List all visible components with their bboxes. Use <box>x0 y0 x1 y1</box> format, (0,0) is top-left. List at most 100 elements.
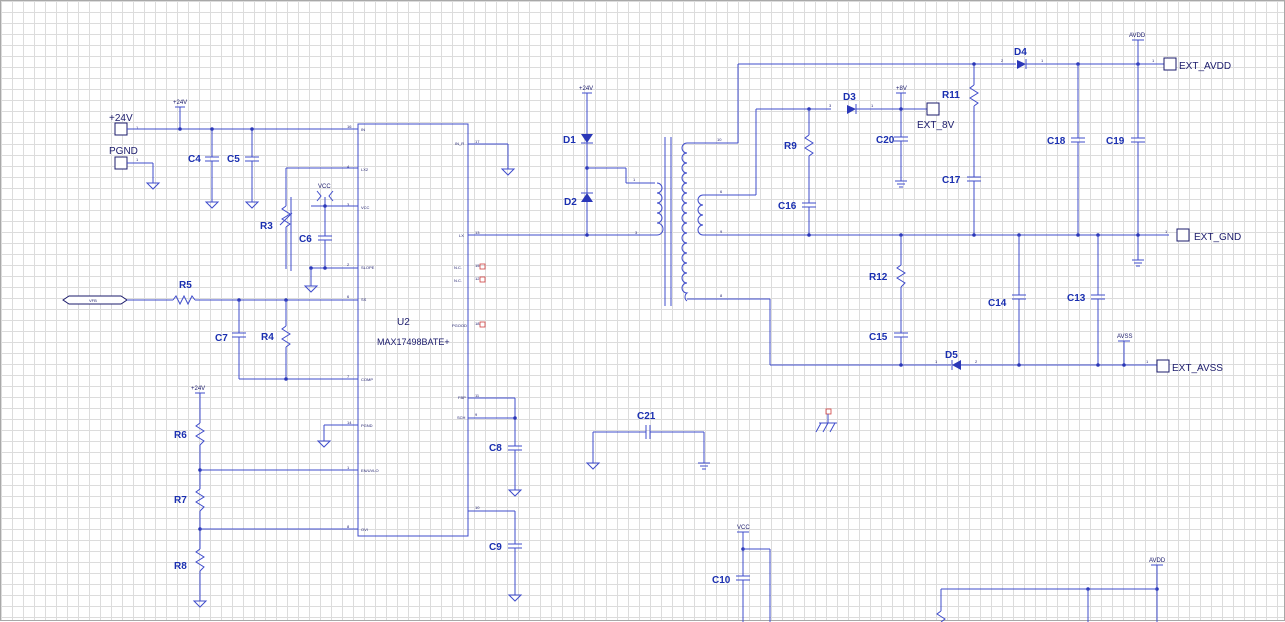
primary-diodes: +24V D1 D2 <box>563 86 655 237</box>
pin-number: 1 <box>347 465 350 470</box>
pin-name: SS <box>361 297 367 302</box>
nc-marker <box>479 263 486 270</box>
ref-c19: C19 <box>1106 136 1125 147</box>
power-label-avss: AVSS <box>1117 334 1133 340</box>
pin-name: EN/UVLO <box>361 468 379 473</box>
ref-d5: D5 <box>945 350 958 361</box>
power-label-avdd: AVDD <box>1149 558 1166 564</box>
pin-number: 6 <box>720 189 723 194</box>
pin-number: 1 <box>633 177 636 182</box>
ref-c13: C13 <box>1067 293 1086 304</box>
c21-section: C21 <box>585 411 710 470</box>
pin-number: 1 <box>136 157 139 162</box>
port-ext-gnd-label: EXT_GND <box>1194 232 1241 243</box>
pin-name: FBP <box>458 395 466 400</box>
pin-name: N.C. <box>454 265 462 270</box>
ref-c8: C8 <box>489 443 502 454</box>
ref-c5: C5 <box>227 154 240 165</box>
feedback-section: VFB R5 C7 R4 <box>62 280 358 448</box>
pin-number: 8 <box>720 293 723 298</box>
u2-left-pins: IN 16 LX2 4 VCC 3 SLOPE 2 SS 6 COMP 7 PG… <box>347 124 379 532</box>
ic-right-wiring: C8 C9 <box>468 143 657 602</box>
pin-name: COMP <box>361 377 373 382</box>
power-label-avdd: AVDD <box>1129 33 1146 39</box>
pin-number: 18 <box>475 321 480 326</box>
pin-name: N.C. <box>454 278 462 283</box>
pin-number: 10 <box>717 137 722 142</box>
pin-number: 6 <box>347 294 350 299</box>
pin-name: LX <box>459 233 464 238</box>
pin-name: IN_R <box>455 141 464 146</box>
ref-r11: R11 <box>942 90 960 101</box>
ref-c14: C14 <box>988 298 1007 309</box>
pin-name: SCH <box>457 415 466 420</box>
power-label-p24v: +24V <box>191 386 205 392</box>
pin-name: PGND <box>361 423 373 428</box>
pin-number: 14 <box>347 420 352 425</box>
u2-right-pins: IN_R 17 LX 13 N.C. 15 N.C. 12 PGOOD 18 F… <box>452 139 480 510</box>
pin-number: 9 <box>720 229 723 234</box>
transformer: 1 3 10 6 9 8 <box>633 63 1169 366</box>
ref-c4: C4 <box>188 154 201 165</box>
ref-d1: D1 <box>563 135 576 146</box>
ref-r6: R6 <box>174 430 187 441</box>
pin-number: 1 <box>871 103 874 108</box>
port-p24v[interactable] <box>114 122 128 136</box>
port-pgnd-label: PGND <box>109 146 138 157</box>
ref-r5: R5 <box>179 280 192 291</box>
pin-number: 2 <box>975 359 978 364</box>
u2-ref-label: U2 <box>397 317 410 328</box>
ref-r12: R12 <box>869 272 888 283</box>
port-ext-8v[interactable] <box>926 102 940 116</box>
pin-number: 3 <box>829 103 832 108</box>
power-label-p24v: +24V <box>579 86 593 92</box>
chassis-ground-icon <box>815 408 837 433</box>
power-label-vcc: VCC <box>737 525 750 531</box>
pin-number: 8 <box>347 524 350 529</box>
pin-number: 1 <box>1152 58 1155 63</box>
nc-marker <box>479 321 486 328</box>
pin-name: LX2 <box>361 167 369 172</box>
port-p24v-label: +24V <box>109 113 133 124</box>
pin-name: SLOPE <box>361 265 375 270</box>
ref-c9: C9 <box>489 542 502 553</box>
divider-section: +24V R6 R7 R8 <box>174 386 358 608</box>
pin-name: IN <box>361 127 365 132</box>
output-avdd: 2 D4 1 R11 C17 C18 AVDD C19 1 <box>942 33 1241 267</box>
pin-number: 4 <box>347 164 350 169</box>
bottom-section: VCC C10 AVDD <box>712 525 1166 622</box>
ref-c7: C7 <box>215 333 228 344</box>
pin-number: 1 <box>1146 359 1149 364</box>
ref-c21: C21 <box>637 411 656 422</box>
output-avss: R12 C15 1 D5 2 C14 C13 AVSS 1 EXT_AVSS <box>869 233 1223 374</box>
pin-number: 2 <box>347 262 350 267</box>
pin-number: 1 <box>1165 229 1168 234</box>
nc-marker <box>479 276 486 283</box>
port-pgnd[interactable] <box>114 156 128 170</box>
ref-c17: C17 <box>942 175 961 186</box>
port-vfb-label: VFB <box>89 298 97 303</box>
pin-number: 7 <box>347 374 350 379</box>
ref-c16: C16 <box>778 201 797 212</box>
ref-c15: C15 <box>869 332 888 343</box>
power-label-p24v: +24V <box>173 100 187 106</box>
port-ext-gnd[interactable] <box>1176 228 1190 242</box>
port-ext-avdd[interactable] <box>1163 57 1177 71</box>
power-label-p8v: +8V <box>896 86 907 92</box>
pin-number: 9 <box>475 412 478 417</box>
port-ext-avdd-label: EXT_AVDD <box>1179 61 1231 72</box>
u2-ic-body[interactable] <box>357 123 469 537</box>
ref-r4: R4 <box>261 332 274 343</box>
pin-name: OVI <box>361 527 368 532</box>
pin-name: PGOOD <box>452 323 467 328</box>
power-label-vcc: VCC <box>318 184 331 190</box>
input-section: +24V 1 +24V C4 C5 PGND 1 <box>109 100 358 209</box>
pin-number: 1 <box>935 359 938 364</box>
ref-d2: D2 <box>564 197 577 208</box>
pin-number: 2 <box>1001 58 1004 63</box>
vcc-section: R3 VCC C6 <box>260 167 358 293</box>
port-ext-avss[interactable] <box>1156 359 1170 373</box>
pin-number: 13 <box>475 230 480 235</box>
